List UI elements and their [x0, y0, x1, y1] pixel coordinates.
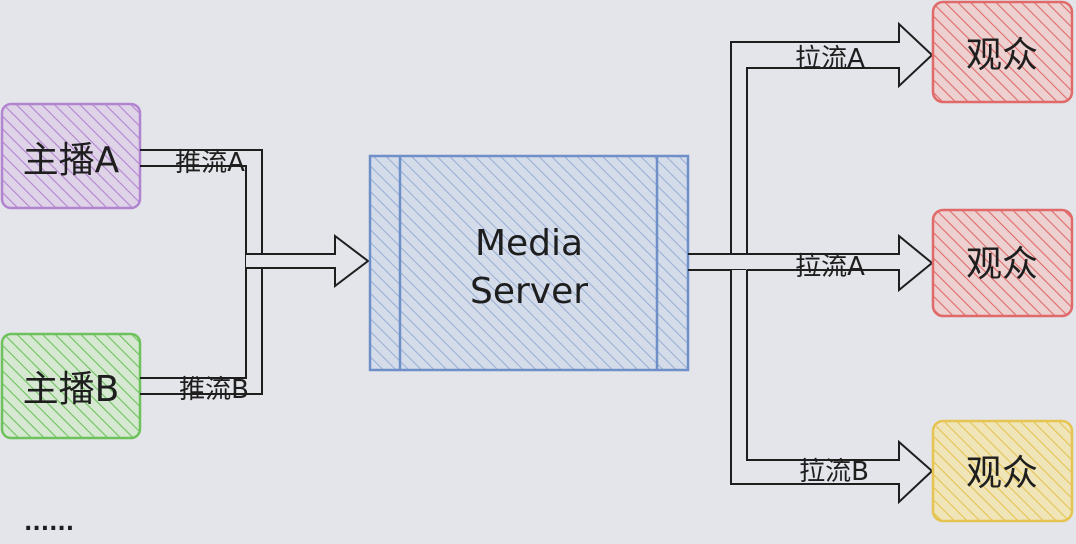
pull-label-bottom: 拉流B — [799, 457, 869, 487]
push-label-b: 推流B — [179, 375, 249, 405]
push-flow-connectors — [140, 149, 370, 395]
pull-label-middle: 拉流A — [795, 252, 865, 282]
push-b-line — [140, 254, 247, 379]
server-label-line1: Media — [475, 223, 583, 264]
push-label-a: 推流A — [175, 148, 245, 178]
server-label-line2: Server — [470, 271, 588, 312]
anchor-a-label: 主播A — [23, 140, 120, 181]
viewer-bottom-label: 观众 — [966, 453, 1038, 494]
viewer-node-middle[interactable]: 观众 — [931, 208, 1074, 318]
push-a-line — [140, 149, 263, 268]
media-server-node[interactable]: Media Server — [368, 154, 690, 372]
anchor-a-node[interactable]: 主播A — [0, 102, 142, 210]
push-b-line-inner — [140, 254, 263, 395]
more-anchors-ellipsis: ...... — [24, 511, 74, 536]
anchor-b-label: 主播B — [23, 369, 120, 410]
anchor-b-node[interactable]: 主播B — [0, 332, 142, 440]
viewer-node-bottom[interactable]: 观众 — [931, 419, 1074, 523]
viewer-top-label: 观众 — [966, 35, 1038, 76]
push-a-line-inner — [140, 165, 247, 268]
push-merge-arrow — [246, 233, 370, 289]
viewer-middle-label: 观众 — [966, 244, 1038, 285]
pull-label-top: 拉流A — [795, 44, 865, 74]
viewer-node-top[interactable]: 观众 — [931, 0, 1074, 104]
